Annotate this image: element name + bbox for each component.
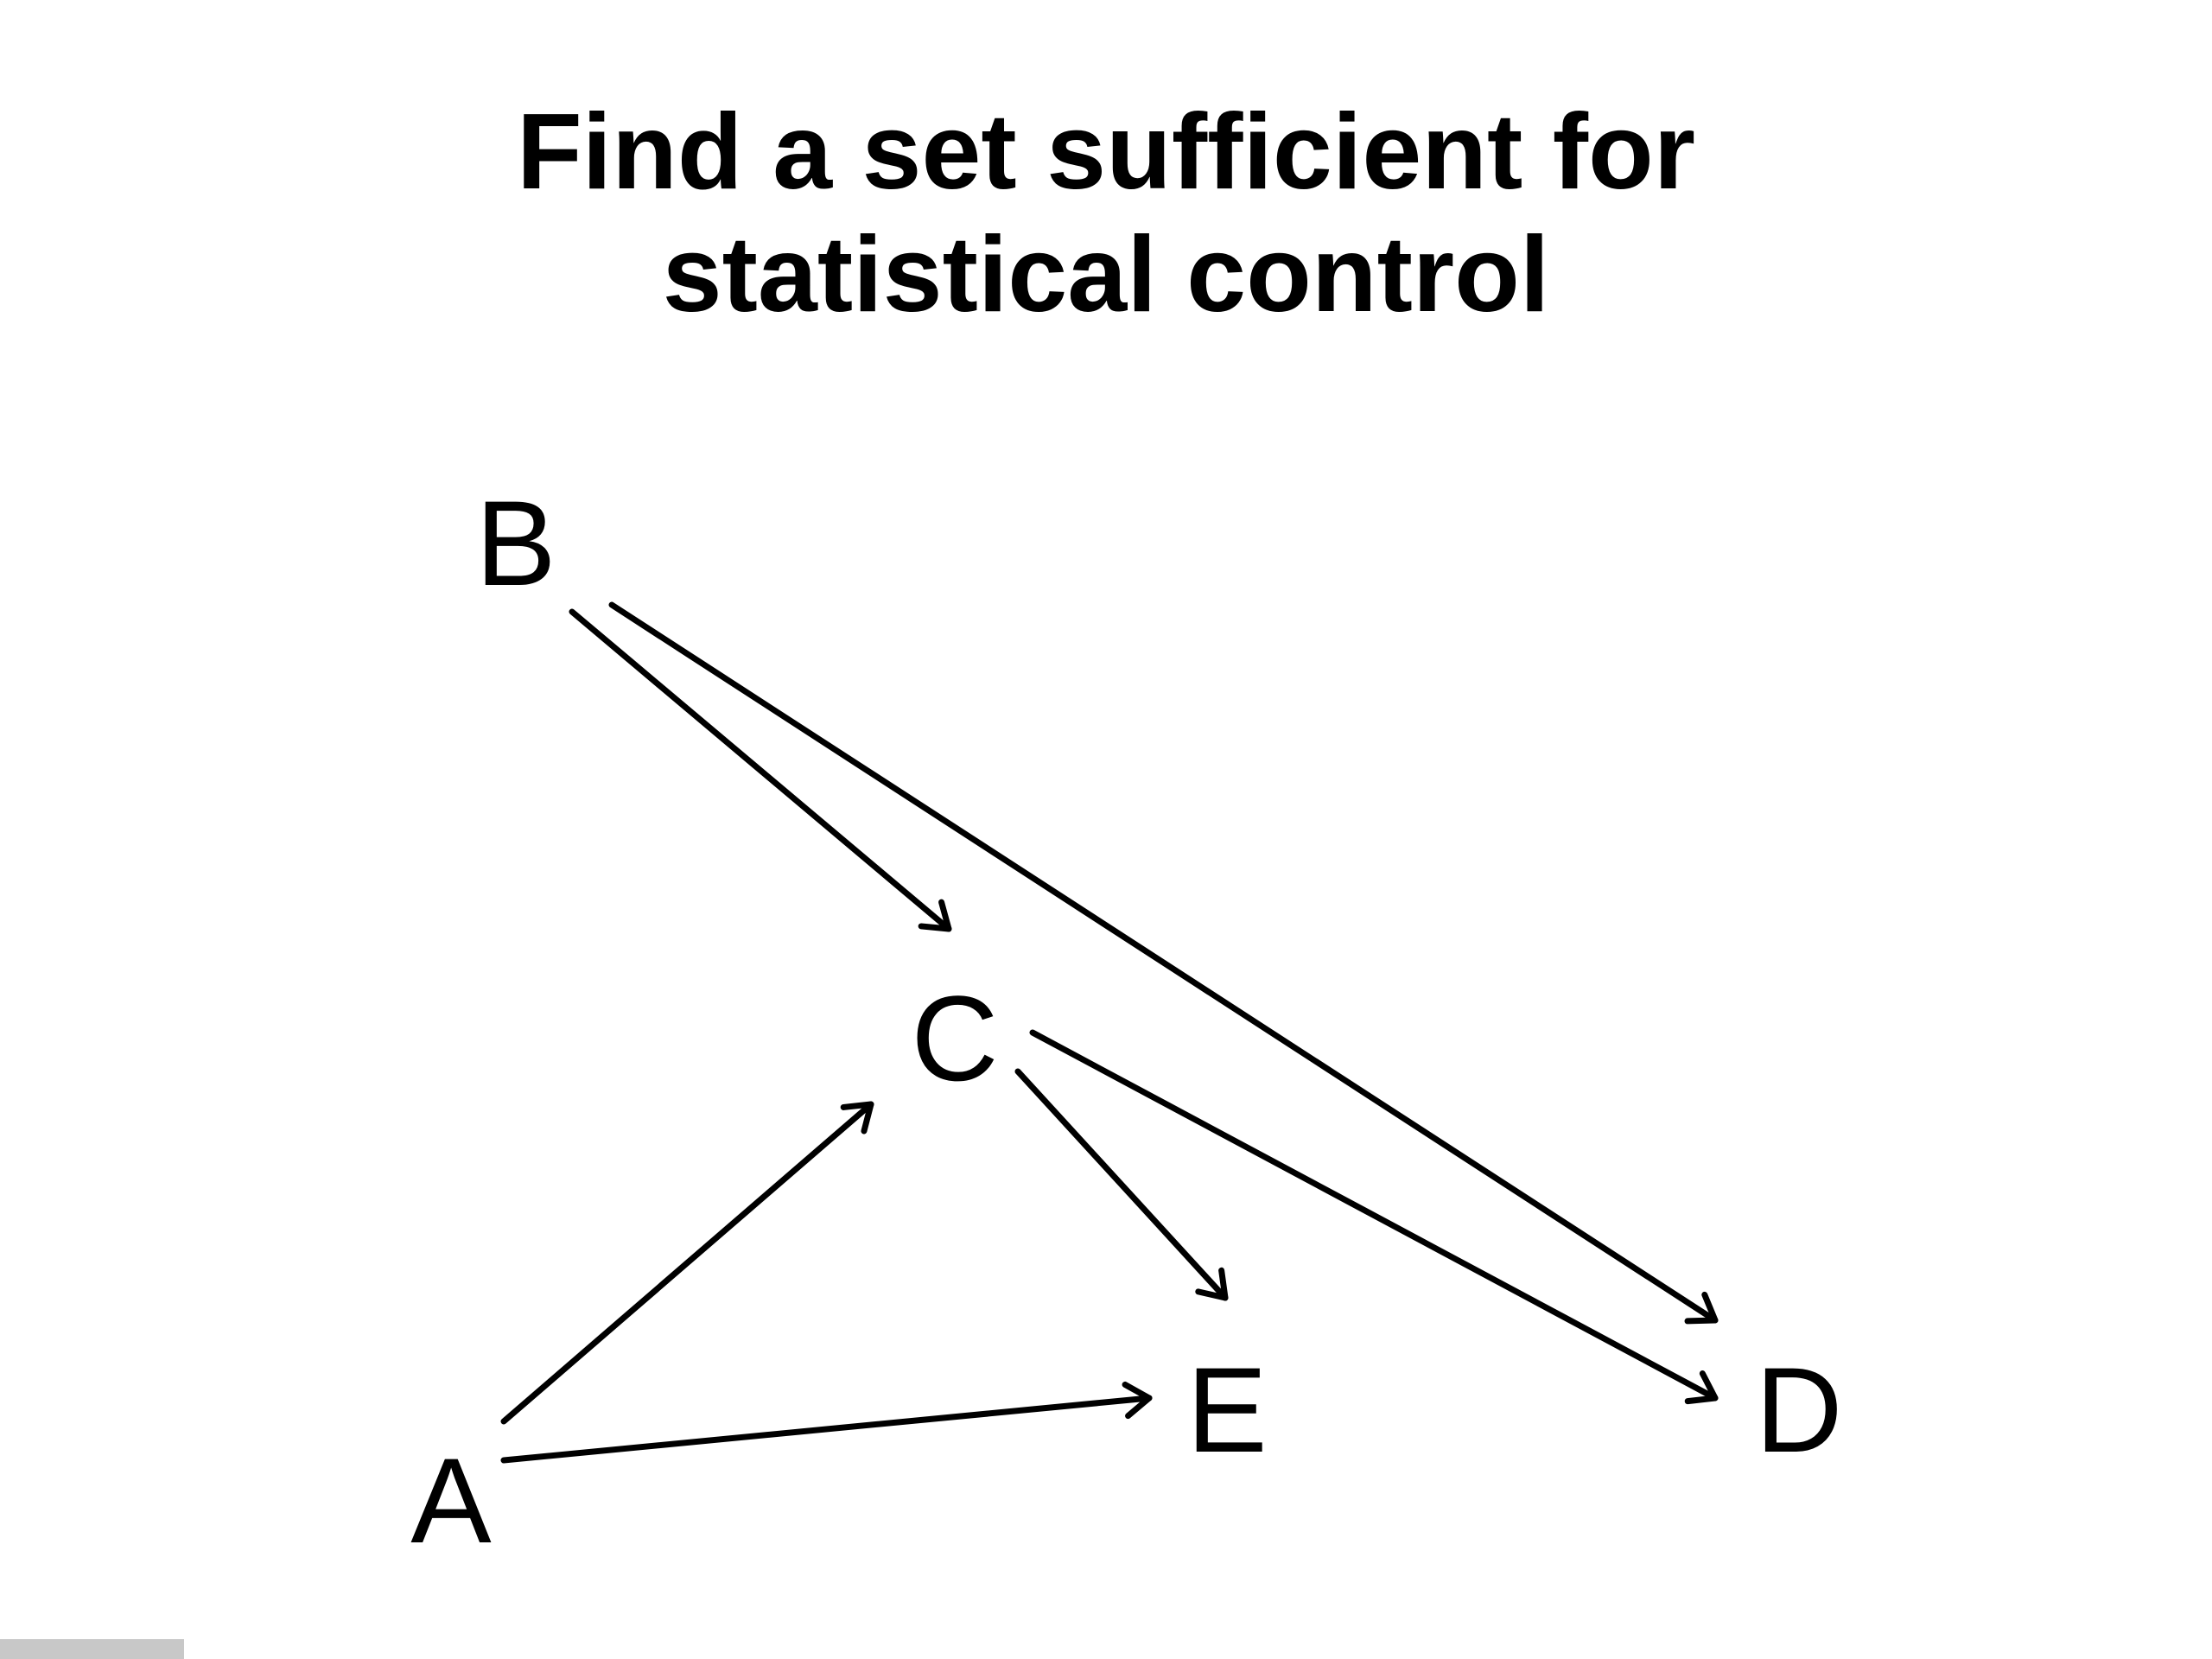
edge-line	[500, 1101, 874, 1425]
edge-line	[569, 608, 952, 932]
edge-a-to-e	[500, 1381, 1153, 1464]
arrowhead-icon	[918, 899, 952, 932]
edge-line	[500, 1395, 1153, 1464]
node-d: D	[1755, 1342, 1842, 1478]
arrowhead-icon	[1684, 1291, 1719, 1325]
slide-title-line-1: Find a set sufficient for	[516, 92, 1696, 212]
edge-line	[608, 601, 1719, 1324]
graph-nodes: B C A E D	[410, 475, 1842, 1568]
arrowhead-icon	[1195, 1267, 1229, 1301]
edge-a-to-c	[500, 1101, 874, 1425]
node-a: A	[410, 1433, 492, 1568]
node-b: B	[475, 475, 556, 611]
edge-b-to-c	[569, 608, 952, 932]
slide-title-line-2: statistical control	[662, 215, 1550, 334]
edge-c-to-d	[1029, 1029, 1719, 1405]
arrowhead-icon	[840, 1101, 874, 1135]
edge-b-to-d	[608, 601, 1719, 1325]
slide-title: Find a set sufficient for statistical co…	[0, 91, 2212, 336]
edge-line	[1029, 1029, 1719, 1402]
edge-c-to-e	[1014, 1068, 1229, 1301]
node-c: C	[911, 970, 998, 1106]
arrowhead-icon	[1684, 1370, 1719, 1405]
arrowhead-icon	[1122, 1381, 1153, 1420]
edge-line	[1014, 1068, 1229, 1301]
slide-progress-bar	[0, 1639, 184, 1659]
graph-edges	[500, 601, 1719, 1464]
node-e: E	[1186, 1342, 1267, 1478]
